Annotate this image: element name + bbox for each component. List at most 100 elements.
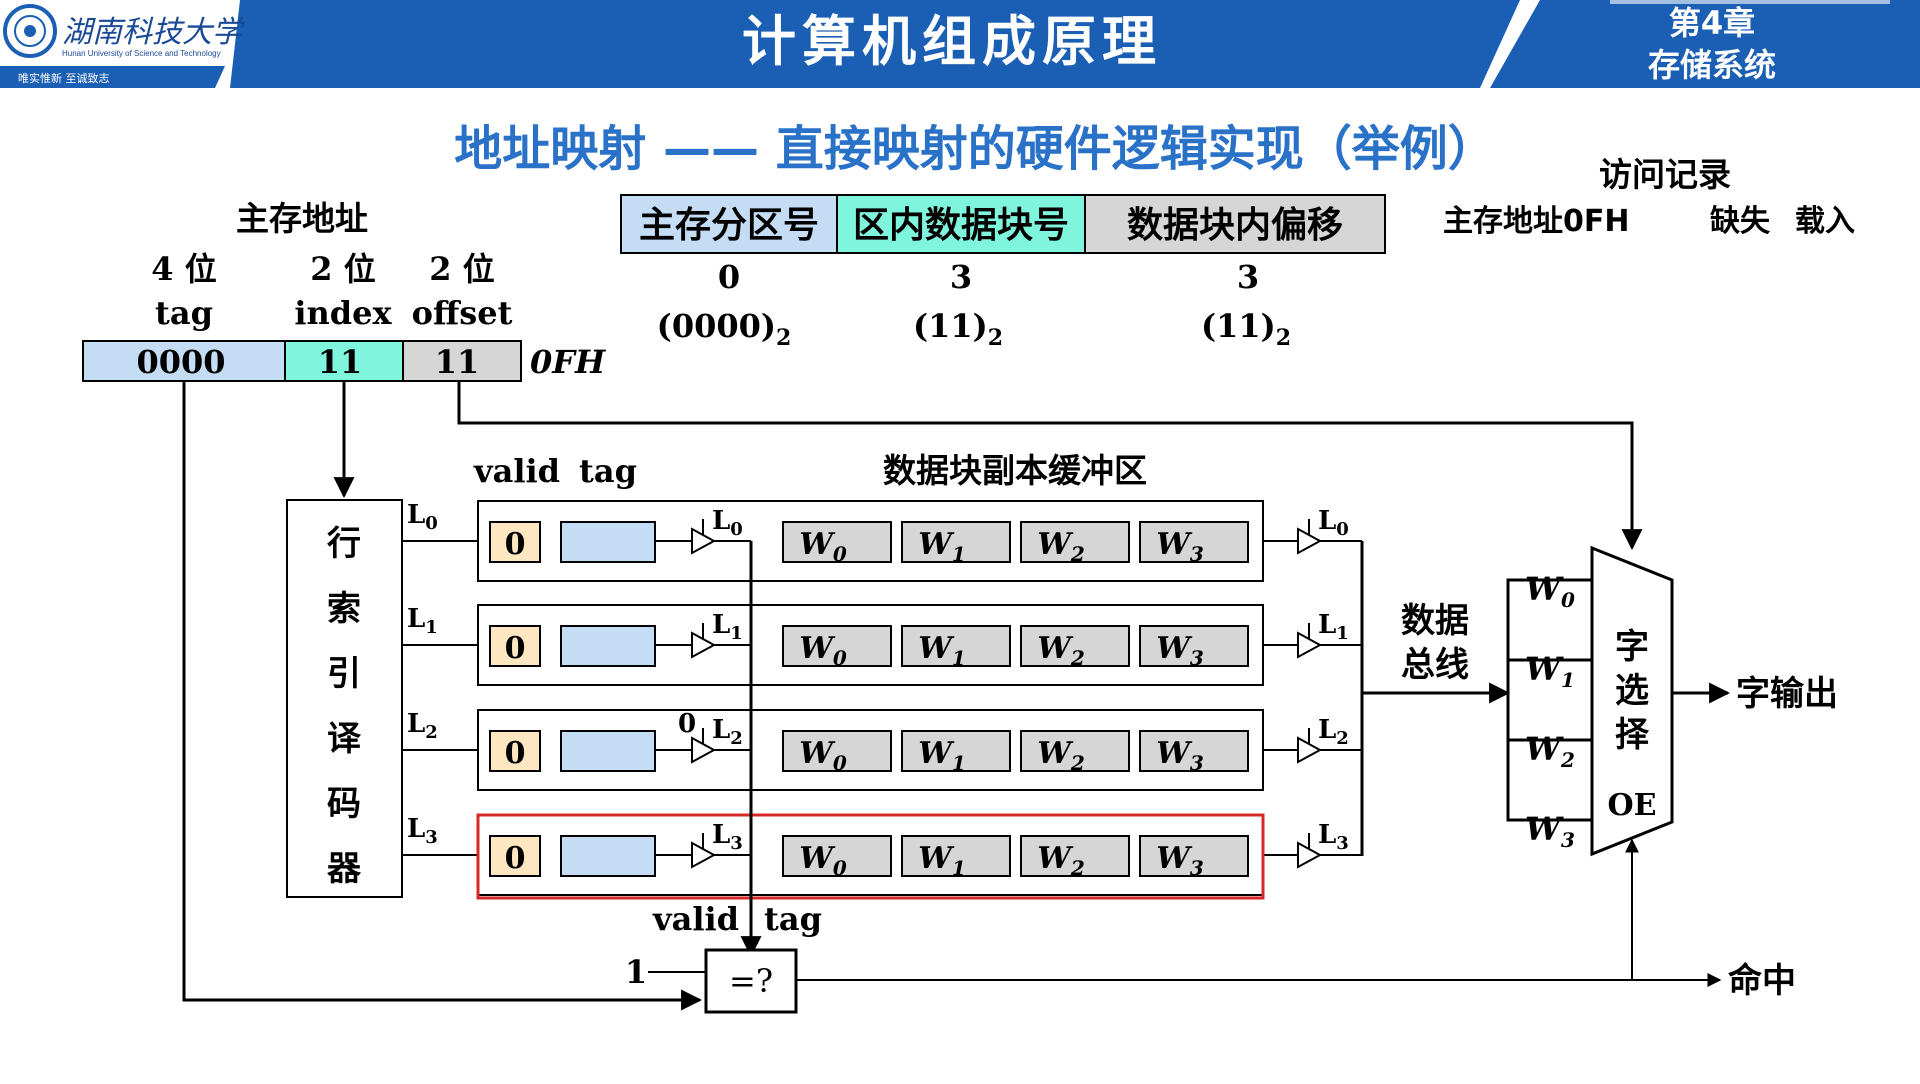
decoder-char-3: 引 bbox=[327, 654, 361, 694]
data-word-box bbox=[1020, 521, 1130, 563]
decoder-char-5: 码 bbox=[327, 784, 361, 824]
mux-input-word: W0 bbox=[1525, 570, 1575, 612]
data-word-label: W2 bbox=[1037, 841, 1085, 880]
address-heading: 主存地址 bbox=[236, 199, 368, 238]
tag-box bbox=[560, 835, 656, 877]
university-name-en: Hunan University of Science and Technolo… bbox=[62, 49, 221, 58]
data-word-label: W0 bbox=[799, 841, 847, 880]
mux-input-word: W3 bbox=[1525, 810, 1575, 852]
data-word-box bbox=[1139, 625, 1249, 667]
compare-tag-label: tag bbox=[764, 900, 822, 938]
data-word-box bbox=[1139, 835, 1249, 877]
data-word-label: W3 bbox=[1156, 527, 1204, 566]
stray-zero-mark: 0 bbox=[678, 709, 696, 739]
selected-row-highlight bbox=[476, 813, 1265, 900]
compare-one-label: 1 bbox=[625, 953, 647, 991]
access-record-address: 主存地址0FH bbox=[1443, 204, 1629, 239]
data-word-label: W3 bbox=[1156, 631, 1204, 670]
data-word-box bbox=[782, 835, 892, 877]
data-word-box bbox=[901, 625, 1011, 667]
data-word-box bbox=[1020, 835, 1130, 877]
valid-bit-value: 0 bbox=[505, 631, 526, 666]
university-motto: 唯实惟新 至诚致志 bbox=[18, 71, 110, 85]
data-word-box bbox=[1139, 521, 1249, 563]
word-select-char-3: 择 bbox=[1615, 715, 1650, 755]
partition-offset-binary: (11)2 bbox=[1201, 307, 1291, 351]
chapter-number: 第4章 bbox=[1669, 4, 1755, 42]
data-word-box bbox=[1139, 730, 1249, 772]
word-select-mux bbox=[1590, 545, 1674, 857]
access-record-heading: 访问记录 bbox=[1599, 155, 1731, 194]
valid-bit-value: 0 bbox=[505, 736, 526, 771]
comparator-symbol: =? bbox=[729, 962, 773, 1000]
offset-bits-label: 2 位 bbox=[429, 250, 494, 288]
address-hex-label: 0FH bbox=[530, 343, 607, 381]
decoder-char-6: 器 bbox=[327, 849, 362, 889]
index-value: 11 bbox=[318, 343, 363, 381]
data-word-box bbox=[782, 625, 892, 667]
index-field-label: index bbox=[294, 294, 392, 332]
mux-input-word: W1 bbox=[1525, 650, 1575, 692]
data-word-label: W3 bbox=[1156, 841, 1204, 880]
data-word-label: W0 bbox=[799, 631, 847, 670]
header-banner bbox=[0, 0, 1920, 88]
course-title: 计算机组成原理 bbox=[742, 10, 1162, 73]
data-gate-label: L0 bbox=[1318, 506, 1349, 540]
data-gate-label: L2 bbox=[1318, 715, 1349, 749]
offset-value: 11 bbox=[435, 343, 480, 381]
data-word-box bbox=[901, 521, 1011, 563]
data-word-label: W1 bbox=[918, 631, 966, 670]
decoder-line-label: L1 bbox=[407, 604, 438, 638]
partition-zone-header bbox=[620, 194, 838, 254]
data-word-box bbox=[1020, 625, 1130, 667]
hit-label: 命中 bbox=[1728, 961, 1796, 1001]
tag-comparator bbox=[704, 948, 798, 1014]
data-word-box bbox=[901, 835, 1011, 877]
tag-value: 0000 bbox=[136, 343, 225, 381]
tag-gate-label: L1 bbox=[712, 610, 743, 644]
data-word-label: W2 bbox=[1037, 527, 1085, 566]
valid-bit-value: 0 bbox=[505, 527, 526, 562]
address-wires bbox=[182, 381, 1643, 1011]
tag-gate-label: L2 bbox=[712, 715, 743, 749]
index-field-box bbox=[284, 340, 404, 382]
valid-bit-box bbox=[489, 730, 541, 772]
decoder-line-label: L2 bbox=[407, 709, 438, 743]
data-word-label: W1 bbox=[918, 527, 966, 566]
partition-block-binary: (11)2 bbox=[913, 307, 1003, 351]
tag-column-label: tag bbox=[579, 452, 637, 490]
data-bus-label-1: 数据 bbox=[1401, 601, 1469, 641]
data-word-box bbox=[901, 730, 1011, 772]
valid-bit-box bbox=[489, 625, 541, 667]
university-name: 湖南科技大学 bbox=[62, 15, 245, 50]
tag-box bbox=[560, 730, 656, 772]
mux-input-word: W2 bbox=[1525, 730, 1575, 772]
decoder-char-2: 索 bbox=[327, 589, 361, 629]
partition-offset-decimal: 3 bbox=[1237, 258, 1259, 296]
compare-valid-label: valid bbox=[652, 900, 739, 938]
valid-column-label: valid bbox=[473, 452, 560, 490]
data-word-label: W2 bbox=[1037, 736, 1085, 775]
partition-offset-label: 数据块内偏移 bbox=[1127, 205, 1343, 246]
data-word-label: W0 bbox=[799, 736, 847, 775]
decoder-line-label: L3 bbox=[407, 814, 438, 848]
word-select-char-1: 字 bbox=[1615, 627, 1649, 667]
data-gate-label: L1 bbox=[1318, 610, 1349, 644]
data-word-label: W1 bbox=[918, 736, 966, 775]
data-word-label: W1 bbox=[918, 841, 966, 880]
tag-gate-label: L3 bbox=[712, 820, 743, 854]
partition-zone-decimal: 0 bbox=[718, 258, 740, 296]
tag-bits-label: 4 位 bbox=[151, 250, 216, 288]
data-word-label: W2 bbox=[1037, 631, 1085, 670]
row-index-decoder bbox=[286, 499, 403, 898]
decoder-char-1: 行 bbox=[327, 524, 361, 564]
partition-zone-label: 主存分区号 bbox=[639, 205, 819, 246]
offset-field-box bbox=[402, 340, 522, 382]
valid-bit-box bbox=[489, 521, 541, 563]
word-select-char-2: 选 bbox=[1615, 671, 1649, 711]
